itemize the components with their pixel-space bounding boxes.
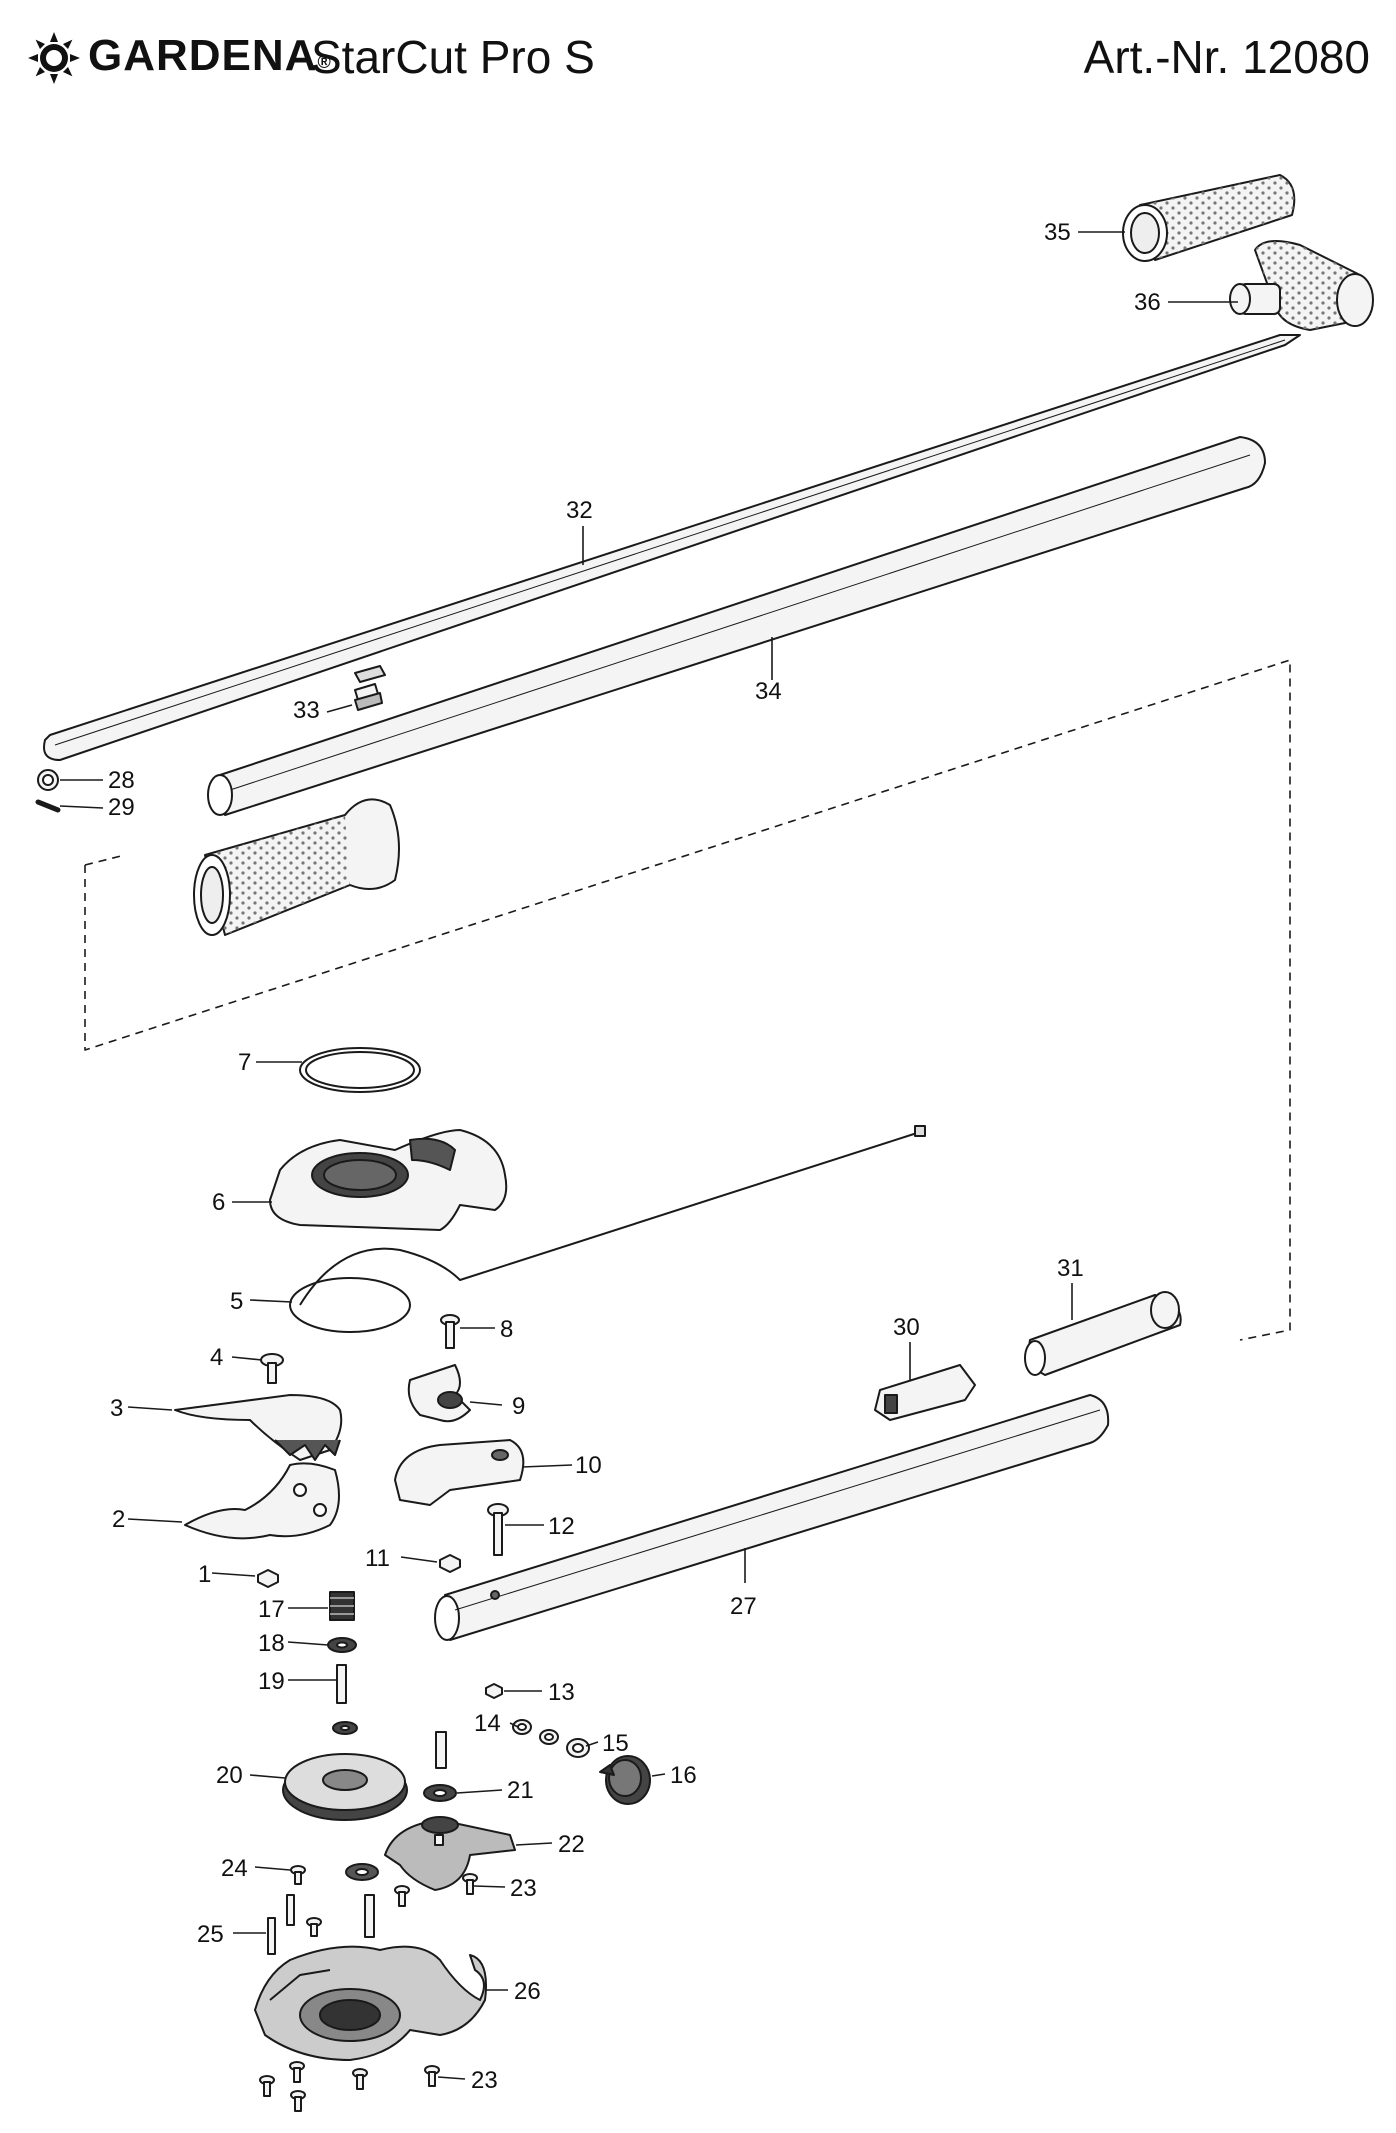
part-23-screw-lower [259, 2061, 440, 2112]
label-11: 11 [365, 1545, 390, 1572]
label-1: 1 [198, 1561, 211, 1588]
label-24: 24 [221, 1855, 248, 1882]
label-6: 6 [212, 1189, 225, 1216]
part-12-bolt [487, 1503, 509, 1556]
part-13-nut [485, 1683, 503, 1699]
part-35-grip-sleeve [1122, 174, 1296, 262]
part-30-bracket [874, 1364, 976, 1421]
label-28: 28 [108, 767, 135, 794]
label-29: 29 [108, 794, 135, 821]
label-5: 5 [230, 1288, 243, 1315]
part-3-upper-blade [174, 1394, 343, 1461]
label-19: 19 [258, 1668, 285, 1695]
part-9-lever [407, 1364, 471, 1423]
label-25: 25 [197, 1921, 224, 1948]
part-34-upper-tube [207, 436, 1266, 816]
label-35: 35 [1044, 219, 1071, 246]
part-2-lower-blade [184, 1462, 340, 1540]
part-11-nut [439, 1554, 461, 1573]
label-18: 18 [258, 1630, 285, 1657]
label-4: 4 [210, 1344, 223, 1371]
part-6-housing-top [269, 1129, 508, 1231]
product-name: StarCut Pro S [311, 31, 595, 83]
part-26-base-housing [254, 1945, 487, 2061]
part-7-retaining-ring [299, 1047, 421, 1093]
part-25-pins [267, 1834, 444, 1955]
registered-mark: ® [317, 52, 332, 72]
dashed-guide [84, 659, 1291, 1341]
part-32-rail [43, 334, 1301, 761]
part-4-screw [260, 1353, 284, 1384]
article-number: Art.-Nr. 12080 [1083, 31, 1370, 83]
label-12: 12 [548, 1513, 575, 1540]
brand-name: GARDENA® [88, 31, 332, 80]
label-14: 14 [474, 1710, 501, 1737]
part-17-gear [329, 1591, 355, 1621]
part-29-pin [35, 799, 61, 813]
part-5-pull-cord [289, 1125, 926, 1333]
part-27-lower-tube [434, 1394, 1110, 1641]
label-22: 22 [558, 1831, 585, 1858]
label-21: 21 [507, 1777, 534, 1804]
label-8: 8 [500, 1316, 513, 1343]
label-34: 34 [755, 678, 782, 705]
part-33-clip [354, 665, 386, 711]
part-15-spring [566, 1738, 590, 1758]
part-8-screw [440, 1314, 460, 1349]
page-header: GARDENA® StarCut Pro S Art.-Nr. 12080 [0, 0, 1396, 110]
gardena-sun-logo-icon [28, 32, 80, 84]
part-21-shaft [423, 1731, 457, 1802]
part-23-screw-upper [394, 1873, 478, 1907]
label-17: 17 [258, 1596, 285, 1623]
part-20-gear-wheel [282, 1721, 408, 1821]
label-3: 3 [110, 1395, 123, 1422]
part-28-bushing [37, 769, 59, 791]
part-22-bracket [384, 1816, 516, 1891]
leader-lines [59, 231, 1238, 2080]
part-36-t-handle [1229, 240, 1374, 331]
label-23-lower: 23 [471, 2067, 498, 2094]
part-washer-middle [345, 1863, 379, 1881]
label-20: 20 [216, 1762, 243, 1789]
part-1-nut [257, 1569, 279, 1588]
part-10-clamp-sleeve [394, 1439, 525, 1506]
label-9: 9 [512, 1393, 525, 1420]
label-32: 32 [566, 497, 593, 524]
label-10: 10 [575, 1452, 602, 1479]
part-16-knob [599, 1755, 651, 1805]
part-14-washer [512, 1719, 559, 1745]
part-lower-grip [193, 798, 400, 936]
label-36: 36 [1134, 289, 1161, 316]
label-15: 15 [602, 1730, 629, 1757]
label-27: 27 [730, 1593, 757, 1620]
label-2: 2 [112, 1506, 125, 1533]
label-33: 33 [293, 697, 320, 724]
label-13: 13 [548, 1679, 575, 1706]
part-labels: 35 36 32 34 33 28 29 7 6 5 8 4 3 9 10 2 … [108, 219, 1161, 2094]
label-26: 26 [514, 1978, 541, 2005]
label-23-upper: 23 [510, 1875, 537, 1902]
part-19-pin [336, 1664, 347, 1704]
part-24-screw [290, 1865, 322, 1937]
label-16: 16 [670, 1762, 697, 1789]
label-31: 31 [1057, 1255, 1084, 1282]
label-30: 30 [893, 1314, 920, 1341]
label-7: 7 [238, 1049, 251, 1076]
part-18-washer [327, 1637, 357, 1653]
part-31-connector [1024, 1291, 1182, 1376]
